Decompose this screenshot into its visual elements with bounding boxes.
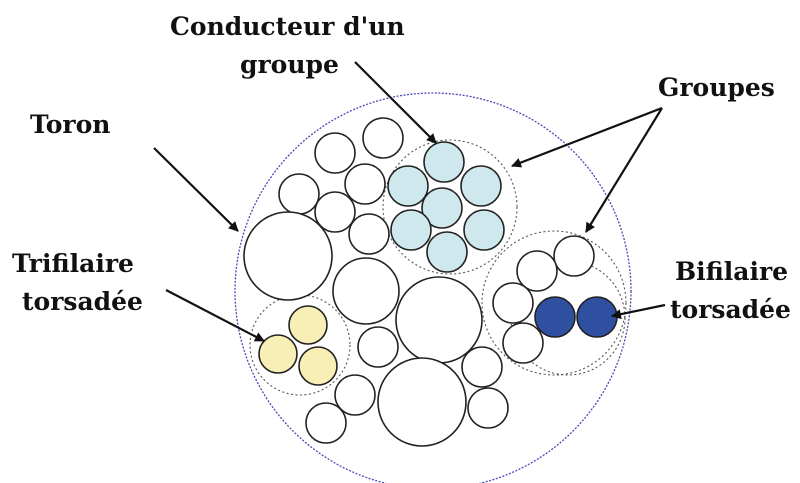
trifilaire-triplet bbox=[258, 305, 338, 386]
label-trifilaire-line1: Trifilaire bbox=[12, 249, 134, 278]
trifilaire-conductor bbox=[288, 305, 328, 345]
conductor bbox=[314, 191, 356, 233]
group-conductor bbox=[387, 165, 429, 207]
arrow-trifilaire bbox=[165, 289, 265, 342]
conductor bbox=[348, 213, 390, 255]
conductor bbox=[278, 173, 320, 215]
conductor bbox=[502, 322, 544, 364]
conductor-large bbox=[243, 211, 333, 301]
label-toron: Toron bbox=[30, 110, 110, 139]
conductor bbox=[357, 326, 399, 368]
conductor bbox=[344, 163, 386, 205]
group-conductor bbox=[390, 209, 432, 251]
conductor-large bbox=[395, 276, 483, 364]
label-groupes: Groupes bbox=[658, 73, 775, 102]
group-conductor bbox=[421, 187, 463, 229]
conductor bbox=[362, 117, 404, 159]
conductor-group-right bbox=[481, 230, 627, 376]
conductor bbox=[334, 374, 376, 416]
label-conducteur-line2: groupe bbox=[240, 50, 339, 79]
conductor-group-top-right bbox=[382, 139, 518, 275]
bifilaire-group-boundary bbox=[510, 260, 626, 376]
group-conductor bbox=[463, 209, 505, 251]
plain-conductors bbox=[243, 117, 509, 447]
label-bifilaire-line1: Bifilaire bbox=[675, 257, 788, 286]
trifilaire-conductor bbox=[298, 346, 338, 386]
conductor-large bbox=[377, 357, 467, 447]
conductor bbox=[314, 132, 356, 174]
arrow-bifilaire bbox=[611, 303, 666, 320]
bifilaire-conductor bbox=[534, 296, 576, 338]
label-bifilaire-line2: torsadée bbox=[670, 295, 791, 324]
arrow-groupes-right bbox=[585, 107, 663, 233]
label-trifilaire-line2: torsadée bbox=[22, 287, 143, 316]
label-conducteur-line1: Conducteur d'un bbox=[170, 12, 405, 41]
right-group-conductors bbox=[492, 235, 595, 364]
conductor-large bbox=[332, 257, 400, 325]
trifilaire-conductor bbox=[258, 334, 298, 374]
conductor bbox=[553, 235, 595, 277]
group-conductor bbox=[423, 141, 465, 183]
conductor bbox=[461, 346, 503, 388]
bifilaire-conductor bbox=[576, 296, 618, 338]
group-conductor bbox=[426, 231, 468, 273]
bifilaire-pair bbox=[534, 296, 618, 338]
conductor bbox=[492, 282, 534, 324]
group-conductors-blue bbox=[387, 141, 505, 273]
conductor bbox=[467, 387, 509, 429]
conductor bbox=[516, 250, 558, 292]
arrow-toron bbox=[153, 147, 239, 232]
arrow-conducteur bbox=[354, 61, 437, 144]
arrow-groupes-top bbox=[511, 106, 663, 168]
group-conductor bbox=[460, 165, 502, 207]
conductor bbox=[305, 402, 347, 444]
